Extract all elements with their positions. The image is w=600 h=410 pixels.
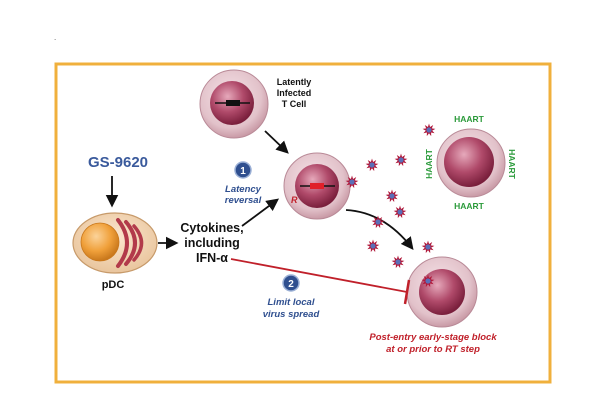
cytokines-label-line2: including bbox=[184, 236, 240, 250]
virion-icon bbox=[394, 153, 408, 167]
inhibition-bar bbox=[403, 279, 411, 305]
virion-icon bbox=[421, 240, 435, 254]
cytokines-label-line3: IFN-α bbox=[196, 251, 228, 265]
latent-cell-label-line1: Latently bbox=[277, 77, 312, 87]
reactivated-t-cell bbox=[283, 152, 351, 220]
virion-group bbox=[345, 123, 436, 288]
diagram-frame bbox=[54, 62, 552, 384]
pdc-label: pDC bbox=[102, 279, 125, 291]
virion-icon bbox=[385, 189, 399, 203]
block-caption-line1: Post-entry early-stage block bbox=[369, 332, 497, 343]
haart-protected-cell bbox=[436, 128, 506, 198]
cytokines-to-active-arrow bbox=[241, 198, 280, 227]
step2-label-line1: Limit local bbox=[268, 297, 315, 308]
haart-label-bottom: HAART bbox=[454, 201, 485, 211]
haart-label-right: HAART bbox=[507, 149, 517, 180]
haart-label-left: HAART bbox=[424, 148, 434, 179]
latent-to-active-arrow bbox=[264, 130, 289, 154]
r-mark: R bbox=[291, 195, 298, 205]
virion-icon bbox=[371, 215, 385, 229]
virion-icon bbox=[421, 274, 435, 288]
virion-icon bbox=[422, 123, 436, 137]
virion-icon bbox=[366, 239, 380, 253]
cytokines-label-line1: Cytokines, bbox=[180, 221, 243, 235]
blocked-target-cell bbox=[406, 256, 478, 328]
virion-icon bbox=[393, 205, 407, 219]
step1-label-line1: Latency bbox=[225, 184, 262, 195]
step2-number: 2 bbox=[288, 279, 294, 290]
latent-cell-label-line2: Infected bbox=[277, 88, 312, 98]
step2-label-line2: virus spread bbox=[263, 309, 320, 320]
virion-icon bbox=[365, 158, 379, 172]
step1-badge bbox=[234, 161, 252, 179]
step1-label-line2: reversal bbox=[225, 195, 262, 206]
latent-cell-label-line3: T Cell bbox=[282, 99, 307, 109]
inhibition-line bbox=[230, 258, 408, 293]
pdc-cell bbox=[72, 212, 158, 274]
step1-number: 1 bbox=[240, 166, 246, 177]
virion-icon bbox=[391, 255, 405, 269]
corner-mark: . bbox=[54, 33, 56, 42]
haart-label-top: HAART bbox=[454, 114, 485, 124]
virion-icon bbox=[345, 175, 359, 189]
step2-badge bbox=[282, 274, 300, 292]
block-caption-line2: at or prior to RT step bbox=[386, 344, 480, 355]
drug-label: GS-9620 bbox=[88, 154, 148, 171]
latent-t-cell bbox=[199, 69, 269, 139]
